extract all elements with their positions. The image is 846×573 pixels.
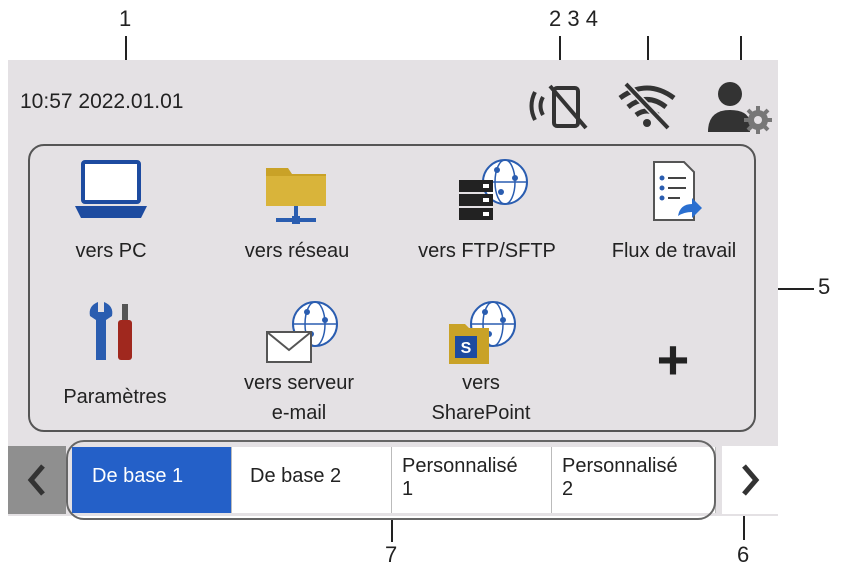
callout-7: 7 xyxy=(385,542,398,567)
ftp-server-globe-icon xyxy=(396,158,578,228)
wifi-off-icon[interactable] xyxy=(614,80,680,131)
tab-de-base-2[interactable]: De base 2 xyxy=(232,447,392,513)
status-datetime: 10:57 2022.01.01 xyxy=(20,90,184,113)
add-icon: + xyxy=(656,328,690,391)
tab-label: De base 1 xyxy=(92,465,184,487)
tools-icon xyxy=(40,298,190,364)
app-label-line2: SharePoint xyxy=(431,402,531,424)
tab-label: De base 2 xyxy=(250,465,342,487)
callout-5: 5 xyxy=(818,274,831,299)
callout-6-line xyxy=(743,508,745,540)
app-parametres[interactable]: Paramètres xyxy=(40,298,190,412)
app-vers-serveur-email[interactable]: vers serveur e-mail xyxy=(218,298,380,428)
app-label: Flux de travail xyxy=(611,240,737,262)
callout-5-line xyxy=(756,288,814,290)
network-folder-icon xyxy=(222,158,372,228)
callout-6: 6 xyxy=(737,542,750,567)
app-vers-reseau[interactable]: vers réseau xyxy=(222,158,372,266)
scroll-right-button[interactable] xyxy=(722,446,778,514)
app-label: vers FTP/SFTP xyxy=(418,240,556,262)
app-vers-sharepoint[interactable]: S vers SharePoint xyxy=(406,298,556,428)
chevron-left-icon xyxy=(27,464,45,496)
callout-1: 1 xyxy=(119,6,132,31)
scroll-left-button[interactable] xyxy=(8,446,66,514)
app-label-line1: vers xyxy=(462,372,500,394)
tab-label-line2: 1 xyxy=(402,478,414,500)
laptop-icon xyxy=(46,158,176,228)
callout-3-line xyxy=(647,36,649,74)
chevron-right-icon xyxy=(742,464,760,496)
email-globe-icon xyxy=(218,298,380,368)
app-panel xyxy=(28,144,756,432)
app-vers-pc[interactable]: vers PC xyxy=(46,158,176,266)
workflow-document-icon xyxy=(594,158,754,228)
tab-label-line1: Personnalisé xyxy=(562,455,678,477)
app-label-line1: vers serveur xyxy=(243,372,355,394)
user-settings-icon[interactable] xyxy=(704,78,776,134)
tab-personnalise-1[interactable]: Personnalisé 1 xyxy=(392,447,552,513)
add-shortcut-button[interactable]: + xyxy=(630,330,716,390)
callout-4-line xyxy=(740,36,742,76)
tabs-group-outline xyxy=(66,440,716,520)
tab-personnalise-2[interactable]: Personnalisé 2 xyxy=(552,447,716,513)
tab-label-line2: 2 xyxy=(562,478,574,500)
sharepoint-globe-icon: S xyxy=(406,298,556,368)
app-label: vers PC xyxy=(75,240,147,262)
tab-de-base-1[interactable]: De base 1 xyxy=(72,447,232,513)
callout-2-3-4: 2 3 4 xyxy=(549,6,598,31)
svg-text:S: S xyxy=(461,340,472,357)
app-label-line2: e-mail xyxy=(271,402,327,424)
app-label: Paramètres xyxy=(63,386,167,408)
app-vers-ftp[interactable]: vers FTP/SFTP xyxy=(396,158,578,266)
app-label: vers réseau xyxy=(244,240,350,262)
nfc-off-icon[interactable] xyxy=(526,82,592,130)
app-flux-de-travail[interactable]: Flux de travail xyxy=(594,158,754,266)
callout-7-line xyxy=(391,518,393,542)
tab-label-line1: Personnalisé xyxy=(402,455,518,477)
